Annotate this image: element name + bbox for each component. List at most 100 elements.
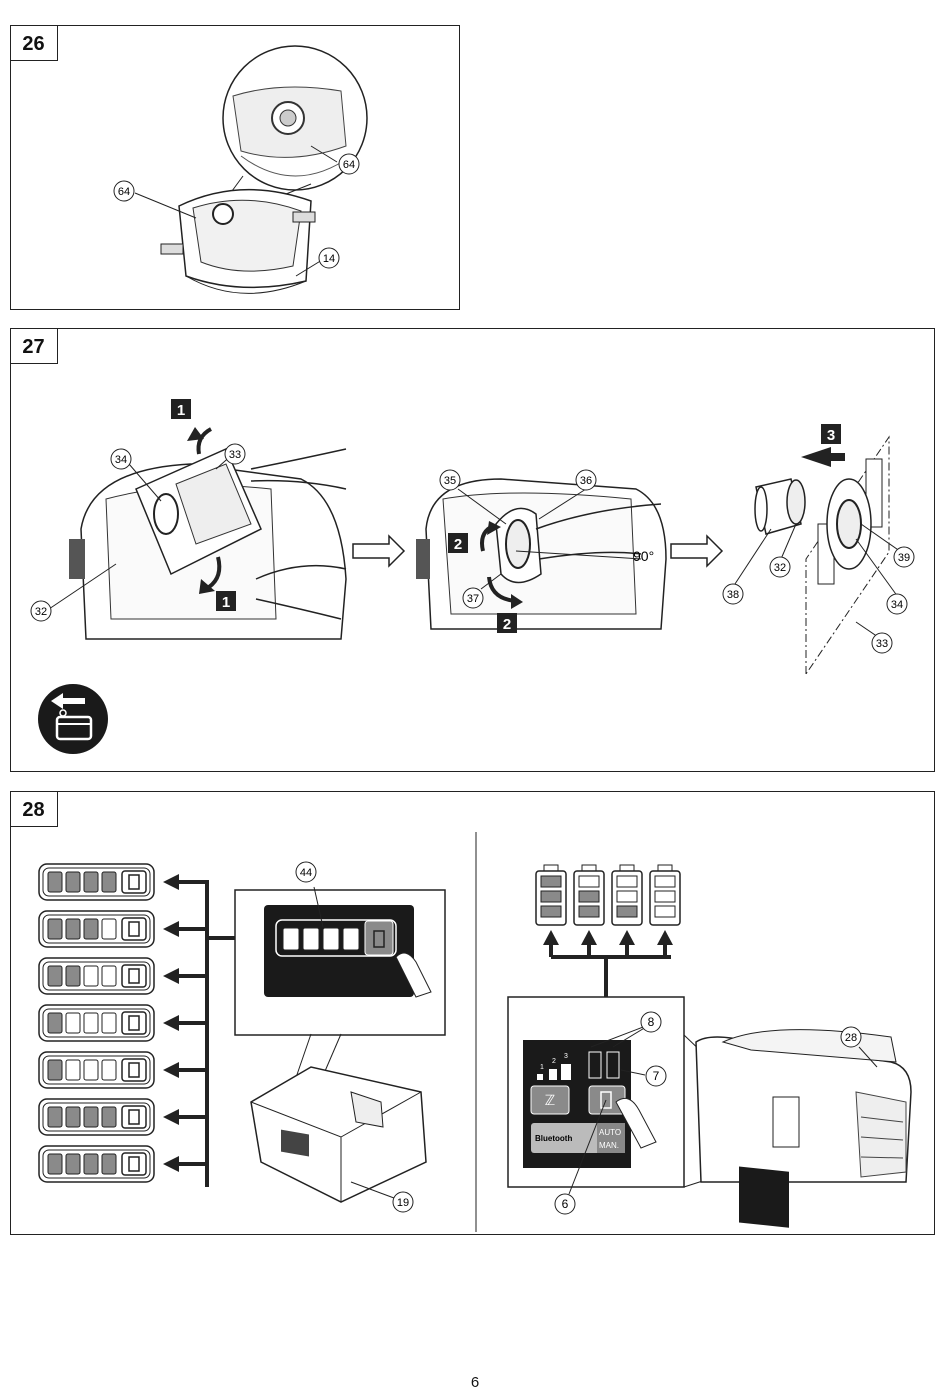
callout-44: 44 xyxy=(295,861,317,883)
battery-cell xyxy=(83,871,99,893)
battery-cell xyxy=(83,1153,99,1175)
arrow-up-icon xyxy=(657,930,673,945)
callout-39: 39 xyxy=(893,546,915,568)
battery-indicator-row xyxy=(38,1004,155,1042)
figure-26: 26 64 64 14 xyxy=(9,24,460,310)
battery-indicator-row xyxy=(38,910,155,948)
battery-icon xyxy=(128,1015,140,1031)
callout-6: 6 xyxy=(554,1193,576,1215)
callout-34-scene1: 34 xyxy=(110,448,132,470)
battery-cell xyxy=(65,871,81,893)
svg-text:32: 32 xyxy=(35,606,47,618)
battery-cell xyxy=(101,1059,117,1081)
battery-icon xyxy=(128,1156,140,1172)
battery-level-icon xyxy=(649,864,681,926)
step-1-top: 1 xyxy=(171,399,191,419)
svg-text:3: 3 xyxy=(827,427,835,444)
battery-cell xyxy=(47,918,63,940)
battery-icon xyxy=(128,874,140,890)
battery-cell xyxy=(101,918,117,940)
next-arrow-2 xyxy=(670,534,724,568)
battery-cell xyxy=(540,890,562,903)
battery-cell xyxy=(654,875,676,888)
battery-cell xyxy=(101,965,117,987)
svg-text:37: 37 xyxy=(467,593,479,605)
battery-cell xyxy=(540,875,562,888)
svg-text:34: 34 xyxy=(891,599,903,611)
battery-icon xyxy=(128,1109,140,1125)
figure-28: 28 44 19 xyxy=(9,790,935,1235)
battery-indicator-row xyxy=(38,1098,155,1136)
battery-cell xyxy=(65,1012,81,1034)
svg-text:19: 19 xyxy=(397,1197,409,1209)
figure-27: 27 1 1 34 xyxy=(9,327,935,772)
callout-14: 14 xyxy=(318,247,340,269)
step-1-bottom: 1 xyxy=(216,591,236,611)
arrow-left-icon xyxy=(163,1109,179,1125)
battery-cell xyxy=(47,871,63,893)
next-arrow-1 xyxy=(352,534,406,568)
battery-indicator-row xyxy=(38,1051,155,1089)
level-2-label: 2 xyxy=(552,1058,556,1065)
page-number: 6 xyxy=(470,1374,480,1391)
svg-text:14: 14 xyxy=(323,253,335,265)
svg-text:44: 44 xyxy=(300,867,312,879)
svg-text:ℤ: ℤ xyxy=(545,1092,555,1108)
step-2-bottom: 2 xyxy=(497,613,517,633)
battery-cell xyxy=(654,890,676,903)
callout-19: 19 xyxy=(392,1191,414,1213)
callout-33-scene1: 33 xyxy=(224,443,246,465)
figure-number: 28 xyxy=(9,790,58,827)
svg-text:1: 1 xyxy=(222,594,230,611)
callout-8: 8 xyxy=(640,1011,662,1033)
callout-32-scene1: 32 xyxy=(30,600,52,622)
battery-cell xyxy=(578,890,600,903)
arrow-left-icon xyxy=(163,921,179,937)
battery-icon xyxy=(128,968,140,984)
step-2-top: 2 xyxy=(448,533,468,553)
arrow-left-icon xyxy=(163,1156,179,1172)
callout-28: 28 xyxy=(840,1026,862,1048)
battery-indicator-row xyxy=(38,957,155,995)
figure-number: 27 xyxy=(9,327,58,364)
figure-27-illustration: 1 1 34 33 32 90° xyxy=(30,399,915,754)
callout-36: 36 xyxy=(575,469,597,491)
arrow-up-icon xyxy=(619,930,635,945)
figure-number: 26 xyxy=(9,24,58,61)
battery-cell xyxy=(47,1059,63,1081)
svg-text:64: 64 xyxy=(118,186,130,198)
battery-cell xyxy=(47,1153,63,1175)
battery-level-icon xyxy=(611,864,643,926)
callout-38: 38 xyxy=(722,583,744,605)
callout-33-scene3: 33 xyxy=(871,632,893,654)
step-3: 3 xyxy=(821,424,841,444)
svg-text:2: 2 xyxy=(503,616,511,633)
svg-text:39: 39 xyxy=(898,552,910,564)
battery-cell xyxy=(616,875,638,888)
battery-cell xyxy=(83,1059,99,1081)
svg-text:7: 7 xyxy=(653,1069,660,1083)
figure-28-illustration: 44 19 1 2 3 ℤ Bluetooth xyxy=(38,832,912,1232)
svg-text:38: 38 xyxy=(727,589,739,601)
auto-label: AUTO xyxy=(599,1128,621,1137)
arrow-left-icon xyxy=(163,1015,179,1031)
battery-cell xyxy=(654,905,676,918)
battery-cell xyxy=(101,1106,117,1128)
battery-cell xyxy=(65,965,81,987)
man-label: MAN. xyxy=(599,1141,619,1150)
svg-text:28: 28 xyxy=(845,1032,857,1044)
angle-label: 90° xyxy=(633,548,654,564)
arrow-left-icon xyxy=(163,1062,179,1078)
figure-26-illustration: 64 64 14 xyxy=(113,45,368,294)
battery-cell xyxy=(101,871,117,893)
svg-text:36: 36 xyxy=(580,475,592,487)
svg-text:33: 33 xyxy=(229,449,241,461)
battery-cell xyxy=(65,1106,81,1128)
arrow-up-icon xyxy=(581,930,597,945)
battery-cell xyxy=(101,1153,117,1175)
callout-32-scene3: 32 xyxy=(769,556,791,578)
battery-cell xyxy=(47,1106,63,1128)
callout-64-left: 64 xyxy=(113,180,135,202)
callout-34-scene3: 34 xyxy=(886,593,908,615)
battery-icon xyxy=(128,921,140,937)
